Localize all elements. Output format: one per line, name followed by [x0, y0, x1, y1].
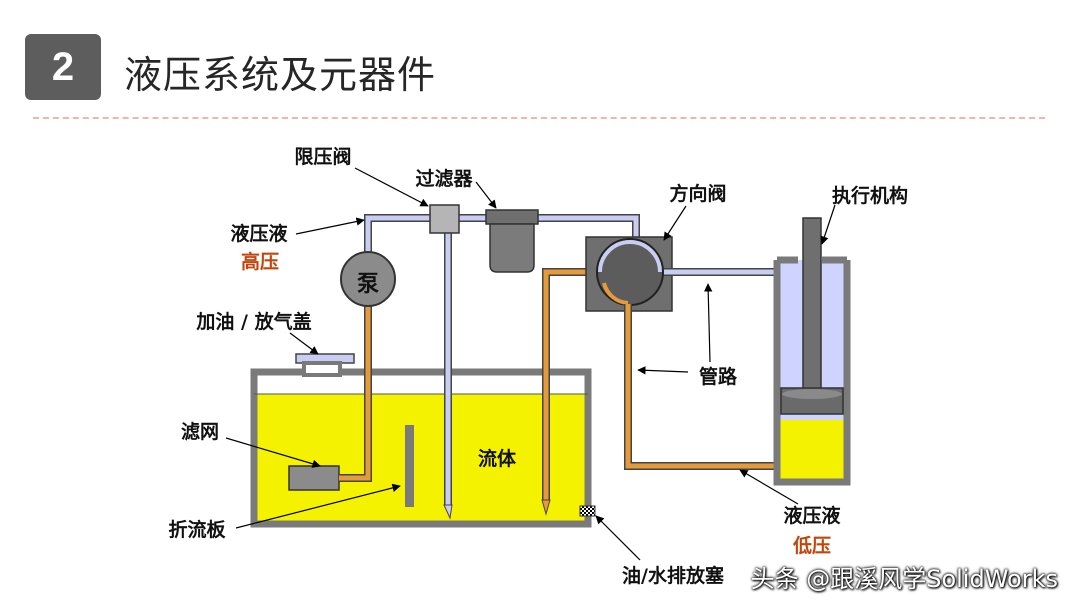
filter-unit: [485, 209, 539, 273]
pump-label: 泵: [357, 271, 379, 297]
screen-label: 滤网: [181, 421, 219, 443]
low-pressure-label: 低压: [792, 534, 831, 557]
watermark: 头条 @跟溪风学SolidWorks: [750, 565, 1058, 593]
high-pressure-label: 高压: [241, 250, 279, 273]
title-divider: [33, 117, 1045, 119]
page-title: 液压系统及元器件: [124, 53, 437, 97]
directional-valve-label: 方向阀: [669, 182, 726, 205]
piping-label: 管路: [699, 365, 738, 388]
baffle-plate: [405, 425, 414, 507]
suction-screen: [288, 465, 340, 491]
baffle-label: 折流板: [168, 518, 226, 541]
relief-valve: [429, 204, 460, 234]
actuator-label: 执行机构: [832, 184, 908, 207]
drain-label: 油/水排放塞: [622, 564, 725, 587]
pump: 泵: [340, 251, 396, 307]
filter-label: 过滤器: [415, 168, 473, 190]
relief-valve-label: 限压阀: [294, 145, 351, 168]
actuator-cylinder: [773, 217, 851, 486]
leader-arrows: [225, 167, 836, 561]
hydraulic-fluid-bottom-label: 液压液: [783, 504, 841, 527]
fill-vent-cap-label: 加油 / 放气盖: [195, 310, 311, 333]
fluid-label: 流体: [478, 447, 517, 470]
hydraulic-fluid-top-label: 液压液: [230, 222, 288, 245]
fill-vent-cap: [295, 353, 355, 377]
section-number-badge: 2: [25, 34, 101, 100]
drain-plug: [579, 505, 596, 517]
reservoir-tank: [250, 368, 592, 528]
directional-valve: [585, 236, 673, 312]
